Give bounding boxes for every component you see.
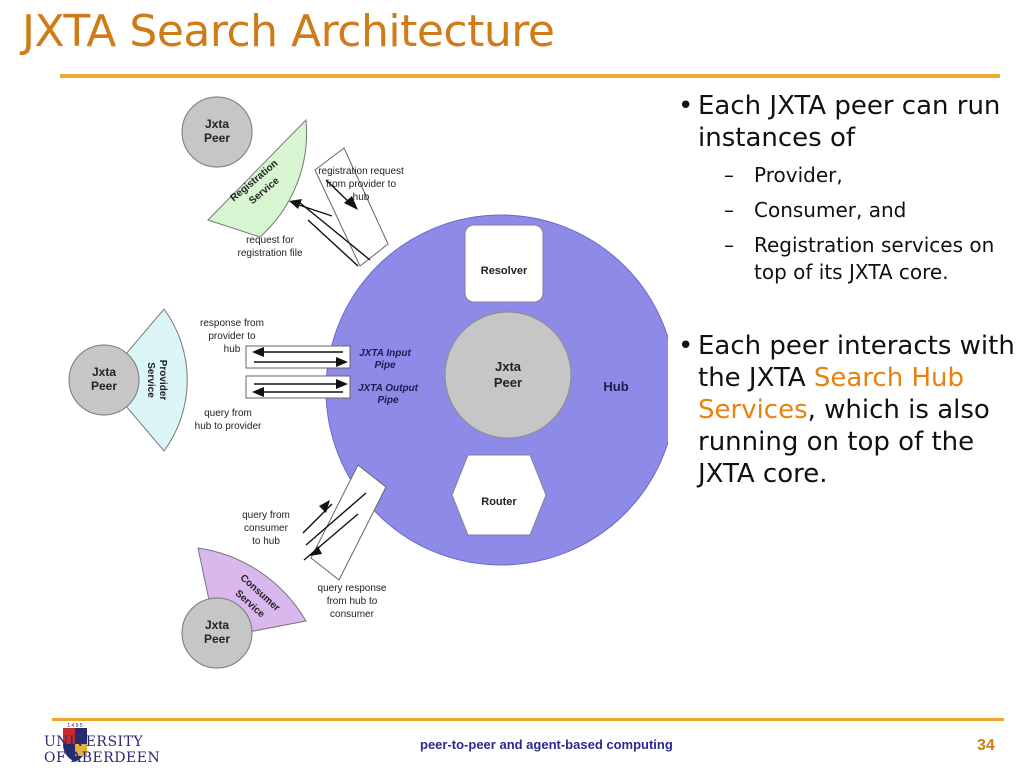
response-from-provider-3: hub bbox=[224, 344, 241, 355]
registration-service-sector bbox=[207, 118, 308, 238]
hub-core-peer-label-2: Peer bbox=[494, 375, 522, 390]
request-for-registration-2: registration file bbox=[237, 248, 302, 259]
provider-peer-label-2: Peer bbox=[91, 379, 117, 393]
bullet-2: • Each peer interacts with the JXTA Sear… bbox=[676, 330, 1016, 490]
query-from-consumer-1: query from bbox=[242, 510, 290, 521]
router-box bbox=[451, 454, 547, 536]
bullet-2-text-pre: Each peer interacts with the JXTA bbox=[698, 331, 1015, 393]
bullet-dot: • bbox=[678, 91, 694, 121]
resolver-label: Resolver bbox=[481, 265, 528, 277]
jxta-search-diagram: Hub Resolver Jxta Peer Router JXTA Input… bbox=[68, 96, 668, 669]
query-from-consumer-2: consumer bbox=[244, 523, 289, 534]
page-number: 34 bbox=[977, 737, 995, 754]
dash-icon: – bbox=[724, 233, 734, 257]
hub-core-peer bbox=[444, 311, 572, 439]
footer-course: peer-to-peer and agent-based computing bbox=[420, 737, 673, 752]
provider-peer bbox=[68, 344, 140, 416]
provider-service-label-1: Provider bbox=[157, 360, 168, 401]
registration-peer bbox=[181, 96, 253, 168]
footer-divider bbox=[52, 718, 1004, 721]
query-from-consumer-3: to hub bbox=[252, 536, 280, 547]
input-pipe-label-2: Pipe bbox=[374, 360, 396, 371]
university-name-line1: UNIVERSITY bbox=[44, 734, 144, 750]
query-response-1: query response bbox=[318, 583, 387, 594]
provider-service-label-2: Service bbox=[145, 362, 156, 398]
router-label: Router bbox=[481, 496, 517, 508]
query-response-2: from hub to bbox=[327, 596, 378, 607]
query-from-hub-1: query from bbox=[204, 408, 252, 419]
consumer-peer-label-1: Jxta bbox=[205, 618, 229, 632]
hub-label: Hub bbox=[603, 379, 628, 394]
university-name-line2: OF ABERDEEN bbox=[44, 750, 161, 766]
bullet-2-highlight: Search Hub Services bbox=[698, 363, 964, 425]
sub-bullet-2: – Consumer, and bbox=[676, 197, 1016, 224]
hub-core-peer-label-1: Jxta bbox=[495, 359, 522, 374]
registration-peer-label-1: Jxta bbox=[205, 117, 229, 131]
registration-request-1: registration request bbox=[318, 166, 404, 177]
output-pipe-label-2: Pipe bbox=[377, 395, 399, 406]
input-pipe-label-1: JXTA Input bbox=[359, 348, 411, 359]
sub-bullet-3-text: Registration services on top of its JXTA… bbox=[754, 233, 995, 284]
svg-text:1 4 9 5: 1 4 9 5 bbox=[67, 723, 83, 729]
sub-bullet-2-text: Consumer, and bbox=[754, 198, 907, 222]
sub-bullet-1-text: Provider, bbox=[754, 163, 843, 187]
bullet-2-text-post: , which is also running on top of the JX… bbox=[698, 395, 990, 489]
provider-peer-label-1: Jxta bbox=[92, 365, 116, 379]
request-for-registration-1: request for bbox=[246, 235, 294, 246]
registration-peer-label-2: Peer bbox=[204, 131, 230, 145]
response-from-provider-2: provider to bbox=[208, 331, 256, 342]
title-divider bbox=[60, 74, 1000, 78]
dash-icon: – bbox=[724, 163, 734, 187]
consumer-peer-label-2: Peer bbox=[204, 632, 230, 646]
query-response-3: consumer bbox=[330, 609, 375, 620]
university-crest-icon: 1 4 9 5 bbox=[63, 723, 87, 762]
sub-bullet-3: – Registration services on top of its JX… bbox=[676, 232, 1016, 286]
slide-title: JXTA Search Architecture bbox=[22, 6, 555, 57]
query-from-hub-2: hub to provider bbox=[195, 421, 262, 432]
response-from-provider-1: response from bbox=[200, 318, 264, 329]
registration-request-2: from provider to bbox=[326, 179, 396, 190]
bullet-1: • Each JXTA peer can run instances of bbox=[676, 90, 1016, 154]
registration-pipe bbox=[314, 147, 389, 267]
registration-request-3: hub bbox=[353, 192, 370, 203]
sub-bullet-1: – Provider, bbox=[676, 162, 1016, 189]
resolver-box bbox=[464, 224, 544, 303]
dash-icon: – bbox=[724, 198, 734, 222]
provider-service-sector bbox=[103, 308, 188, 452]
bullet-1-text: Each JXTA peer can run instances of bbox=[698, 91, 1001, 153]
consumer-peer bbox=[181, 597, 253, 669]
output-pipe-label-1: JXTA Output bbox=[358, 383, 419, 394]
bullet-list: • Each JXTA peer can run instances of – … bbox=[676, 90, 1016, 490]
bullet-dot: • bbox=[678, 331, 694, 361]
